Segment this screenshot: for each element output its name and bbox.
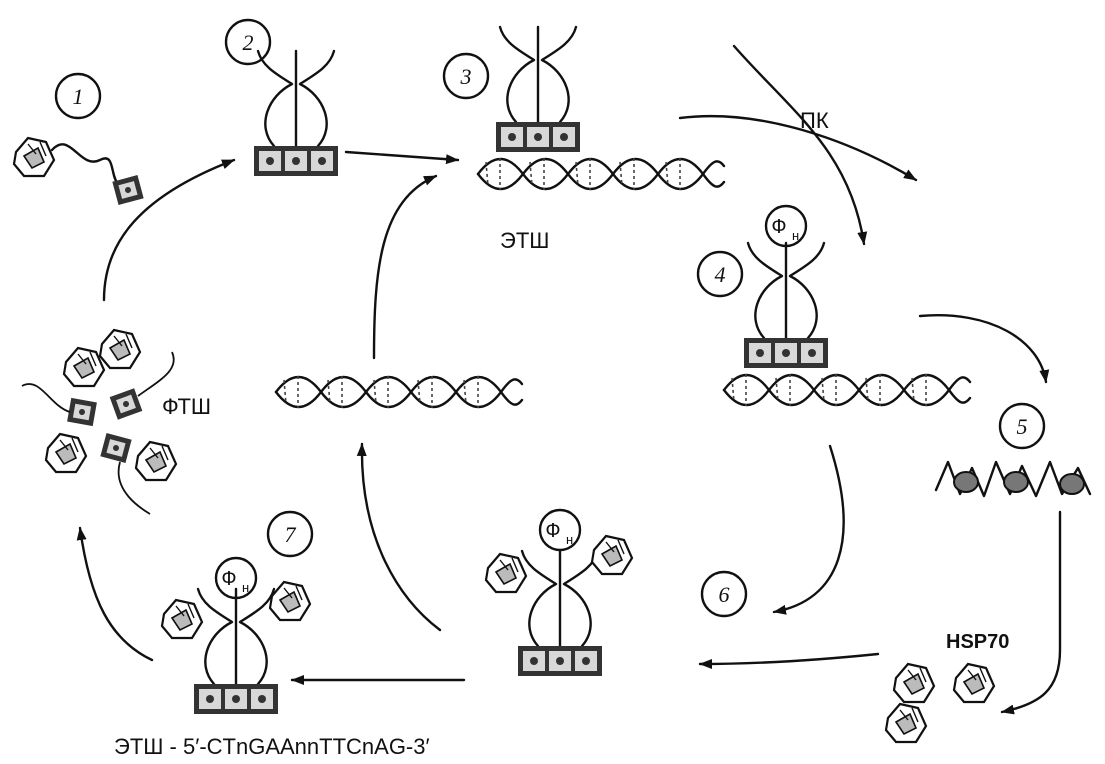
hsp70-protein-icon bbox=[484, 552, 528, 594]
free-dna-helix-icon bbox=[274, 374, 524, 410]
step-7-number: 7 bbox=[285, 522, 297, 547]
step-2-trimer bbox=[254, 49, 338, 176]
arrow-2-to-3 bbox=[344, 150, 460, 165]
arrow-7-to-monomers bbox=[76, 526, 154, 662]
hsp70-protein-icon bbox=[268, 580, 312, 622]
step-7-circle bbox=[266, 510, 314, 558]
hsp70-protein-icon bbox=[44, 432, 88, 474]
step-6-circle bbox=[700, 570, 748, 618]
monomer-box-icon bbox=[109, 388, 143, 420]
step-1-number: 1 bbox=[73, 84, 84, 109]
hsp70-protein-icon bbox=[952, 662, 996, 704]
step-2-number: 2 bbox=[243, 30, 254, 55]
step-5-circle bbox=[998, 402, 1046, 450]
phi-sub-label: н bbox=[792, 228, 799, 243]
hsp70-label: HSP70 bbox=[946, 631, 1009, 653]
arrow-4-to-5 bbox=[918, 314, 1050, 384]
trimer-boxes-icon bbox=[518, 646, 602, 676]
dna-helix-icon bbox=[722, 372, 972, 408]
monomer-box-icon bbox=[112, 175, 144, 205]
step-3-circle bbox=[442, 52, 490, 100]
hsp70-protein-icon bbox=[590, 534, 634, 576]
arrow-6-to-dna bbox=[356, 442, 442, 632]
sequence-caption: ЭТШ - 5′-CTnGAAnnTTCnAG-3′ bbox=[114, 734, 430, 759]
step-5-number: 5 bbox=[1017, 414, 1028, 439]
hsp70-protein-icon bbox=[884, 702, 928, 744]
trimer-boxes-icon bbox=[496, 122, 580, 152]
arrow-dna-to-3 bbox=[372, 174, 438, 360]
ftsh-monomer-cluster bbox=[21, 328, 178, 515]
hsp70-protein-icon bbox=[892, 662, 936, 704]
arrow-3-to-4 bbox=[732, 44, 868, 246]
step-1-monomer bbox=[12, 136, 144, 205]
hsp70-protein-icon bbox=[98, 328, 142, 370]
phi-label: Ф bbox=[221, 568, 236, 590]
step-5-unfolded-protein bbox=[934, 460, 1092, 498]
ftsh-label: ФТШ bbox=[162, 394, 211, 419]
phi-label: Ф bbox=[545, 520, 560, 542]
monomer-box-icon bbox=[67, 397, 97, 427]
arrow-5-to-hsp70 bbox=[1000, 510, 1062, 715]
hsp70-protein-icon bbox=[134, 440, 178, 482]
arrow-4-to-6 bbox=[772, 444, 845, 615]
monomer-box-icon bbox=[100, 433, 132, 463]
step-4-circle bbox=[696, 250, 744, 298]
arrow-1-to-2 bbox=[102, 158, 236, 302]
etsh-label: ЭТШ bbox=[500, 228, 549, 253]
step-7-trimer bbox=[160, 580, 312, 714]
hsp70-protein-icon bbox=[62, 346, 106, 388]
pathway-arrows bbox=[76, 44, 1062, 715]
arrow-hsp70-to-6 bbox=[698, 652, 880, 669]
hsp70-protein-icon bbox=[12, 136, 56, 178]
hsp70-protein-icon bbox=[160, 598, 204, 640]
step-6-trimer-with-hsp bbox=[484, 534, 634, 676]
step-3-trimer-on-dna bbox=[476, 25, 726, 192]
phi-label: Ф bbox=[771, 216, 786, 238]
phi-sub-label: н bbox=[566, 532, 573, 547]
step-3-number: 3 bbox=[460, 64, 472, 89]
monomer-linker bbox=[50, 143, 120, 186]
phi-sub-label: н bbox=[242, 580, 249, 595]
step-6-number: 6 bbox=[719, 582, 730, 607]
trimer-boxes-icon bbox=[254, 146, 338, 176]
trimer-boxes-icon bbox=[744, 338, 828, 368]
arrow-pk-reaction bbox=[678, 114, 918, 182]
dna-helix-icon bbox=[476, 156, 726, 192]
step-4-trimer-on-dna bbox=[722, 241, 972, 408]
step-4-number: 4 bbox=[715, 262, 726, 287]
step-1-circle bbox=[54, 72, 102, 120]
trimer-boxes-icon bbox=[194, 684, 278, 714]
